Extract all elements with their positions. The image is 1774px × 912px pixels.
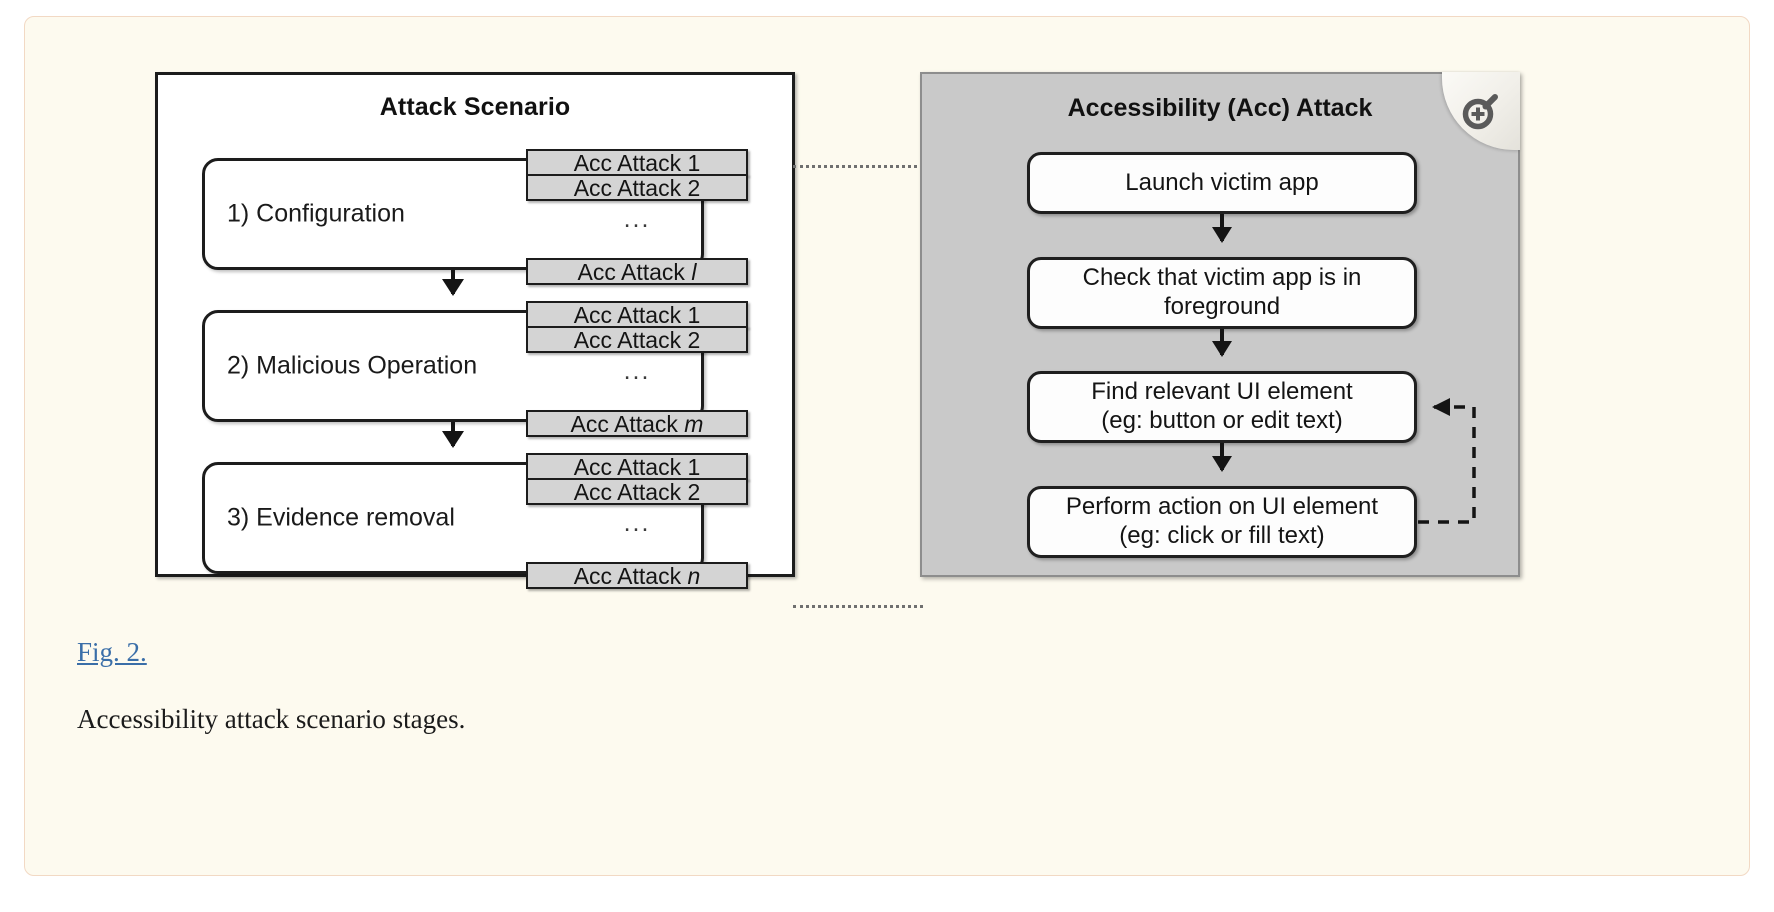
stage-label: 2) Malicious Operation xyxy=(227,351,478,380)
accessibility-attack-panel: Accessibility (Acc) Attack Launch victim… xyxy=(920,72,1520,577)
acc-attack-chip-last: Acc Attack m xyxy=(526,410,748,437)
acc-attack-chip-stack: Acc Attack 1 Acc Attack 2 ... Acc Attack… xyxy=(526,301,748,437)
stage-label: 1) Configuration xyxy=(227,199,405,228)
stage-malicious-operation: 2) Malicious Operation Acc Attack 1 Acc … xyxy=(202,301,748,437)
flow-step-line: foreground xyxy=(1163,293,1281,320)
stage-evidence-removal: 3) Evidence removal Acc Attack 1 Acc Att… xyxy=(202,453,748,589)
acc-attack-chip-last: Acc Attack n xyxy=(526,562,748,589)
flow-step-launch-victim-app: Launch victim app xyxy=(1027,152,1417,214)
acc-attack-chip: Acc Attack 2 xyxy=(526,174,748,201)
flow-step-line: Check that victim app is in xyxy=(1082,264,1362,292)
flow-step-perform-action: Perform action on UI element(eg: click o… xyxy=(1027,486,1417,558)
stage-label: 3) Evidence removal xyxy=(227,503,455,532)
acc-attack-chip-stack: Acc Attack 1 Acc Attack 2 ... Acc Attack… xyxy=(526,149,748,285)
flow-arrow-1-to-2 xyxy=(1220,214,1224,241)
stage-arrow-1-to-2 xyxy=(451,270,455,294)
figure-card: Attack Scenario 1) Configuration Acc Att… xyxy=(24,16,1750,876)
connector-line-bottom xyxy=(793,605,923,608)
acc-attack-ellipsis: ... xyxy=(623,205,651,233)
flow-step-line: (eg: click or fill text) xyxy=(1119,522,1325,549)
connector-line-top xyxy=(793,165,923,168)
feedback-loop-arrow xyxy=(1418,398,1476,524)
stage-arrow-2-to-3 xyxy=(451,422,455,446)
figure-canvas: Attack Scenario 1) Configuration Acc Att… xyxy=(25,17,1751,617)
flow-arrow-2-to-3 xyxy=(1220,329,1224,355)
acc-attack-chip: Acc Attack 1 xyxy=(526,301,748,328)
acc-attack-chip: Acc Attack 2 xyxy=(526,326,748,353)
acc-attack-chip-index: n xyxy=(687,563,701,589)
acc-attack-chip-prefix: Acc Attack xyxy=(577,259,692,285)
acc-attack-chip-prefix: Acc Attack xyxy=(573,563,688,589)
acc-attack-chip-last: Acc Attack l xyxy=(526,258,748,285)
acc-attack-chip-index: m xyxy=(684,411,704,437)
attack-scenario-panel: Attack Scenario 1) Configuration Acc Att… xyxy=(155,72,795,589)
attack-scenario-title: Attack Scenario xyxy=(379,93,571,121)
figure-caption-block: Fig. 2. Accessibility attack scenario st… xyxy=(77,637,1477,735)
acc-attack-chip-index: l xyxy=(691,259,697,285)
figure-caption-text: Accessibility attack scenario stages. xyxy=(77,704,466,734)
flow-step-line: Find relevant UI element xyxy=(1091,378,1353,406)
accessibility-attack-title: Accessibility (Acc) Attack xyxy=(1067,94,1373,122)
acc-attack-chip: Acc Attack 1 xyxy=(526,149,748,176)
flow-arrow-3-to-4 xyxy=(1220,443,1224,470)
flow-step-line: Launch victim app xyxy=(1125,168,1319,196)
acc-attack-chip-stack: Acc Attack 1 Acc Attack 2 ... Acc Attack… xyxy=(526,453,748,589)
acc-attack-chip: Acc Attack 2 xyxy=(526,478,748,505)
acc-attack-ellipsis: ... xyxy=(623,357,651,385)
acc-attack-chip-prefix: Acc Attack xyxy=(570,411,685,437)
flow-step-find-ui-element: Find relevant UI element(eg: button or e… xyxy=(1027,371,1417,443)
zoom-in-icon[interactable] xyxy=(1442,72,1520,150)
flow-step-line: (eg: button or edit text) xyxy=(1101,407,1343,434)
figure-number-link[interactable]: Fig. 2. xyxy=(77,637,147,667)
acc-attack-ellipsis: ... xyxy=(623,509,651,537)
stage-configuration: 1) Configuration Acc Attack 1 Acc Attack… xyxy=(202,149,748,285)
acc-attack-chip: Acc Attack 1 xyxy=(526,453,748,480)
flow-step-line: Perform action on UI element xyxy=(1065,493,1379,521)
